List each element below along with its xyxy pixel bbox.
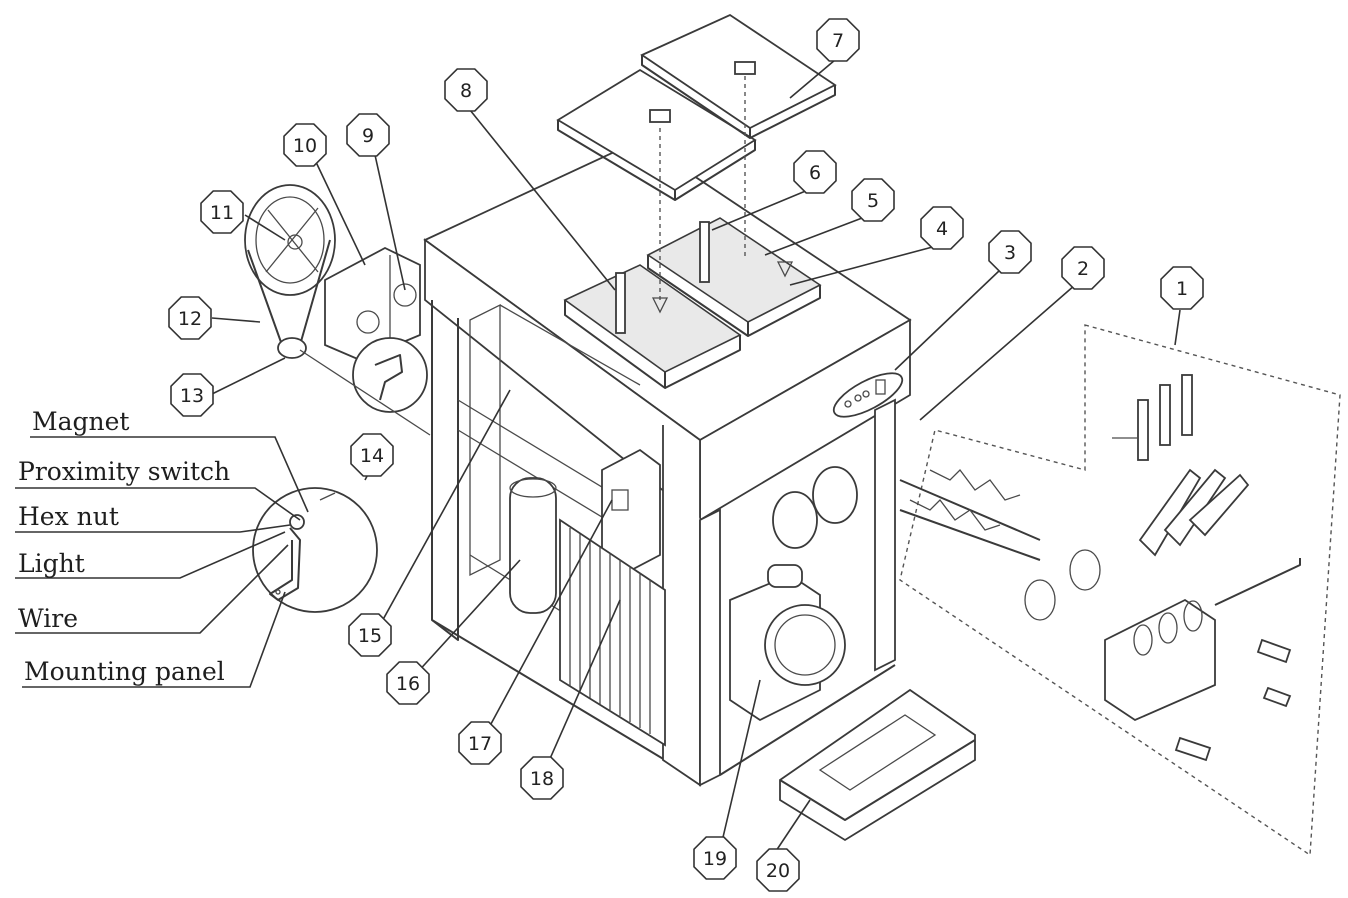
dispensing-assembly <box>899 324 1341 857</box>
callout-octagon <box>520 756 564 800</box>
callout-octagon <box>346 113 390 157</box>
callout-octagon <box>756 848 800 892</box>
callout-number: 17 <box>468 733 492 755</box>
callout-15: 15 <box>348 613 392 657</box>
proximity-switch-detail <box>252 337 431 613</box>
leader-lines <box>15 59 1181 861</box>
callout-1: 1 <box>1160 266 1204 310</box>
callout-10: 10 <box>283 123 327 167</box>
label-light: Light <box>18 549 85 578</box>
callout-number: 4 <box>936 218 948 240</box>
callout-number: 16 <box>396 673 420 695</box>
callout-octagon <box>283 123 327 167</box>
label-wire: Wire <box>18 604 78 633</box>
callout-5: 5 <box>851 178 895 222</box>
label-hex-nut: Hex nut <box>18 502 119 531</box>
callout-octagon <box>348 613 392 657</box>
callout-number: 13 <box>180 385 204 407</box>
callout-octagon <box>816 18 860 62</box>
callout-14: 14 <box>350 433 394 477</box>
callout-number: 5 <box>867 190 879 212</box>
machine-body <box>423 138 912 787</box>
callout-7: 7 <box>816 18 860 62</box>
callout-octagon <box>444 68 488 112</box>
callout-octagon <box>350 433 394 477</box>
callout-number: 1 <box>1176 278 1188 300</box>
callout-octagon <box>200 190 244 234</box>
callout-number: 19 <box>703 848 727 870</box>
callout-number: 9 <box>362 125 374 147</box>
callout-octagon <box>793 150 837 194</box>
callout-octagon <box>168 296 212 340</box>
callout-number: 15 <box>358 625 382 647</box>
callout-12: 12 <box>168 296 212 340</box>
belt-drive-assembly <box>244 184 421 361</box>
callout-17: 17 <box>458 721 502 765</box>
callout-octagon <box>1061 246 1105 290</box>
callout-number: 6 <box>809 162 821 184</box>
callout-16: 16 <box>386 661 430 705</box>
callout-18: 18 <box>520 756 564 800</box>
callout-19: 19 <box>693 836 737 880</box>
callout-octagon <box>693 836 737 880</box>
callout-octagon <box>851 178 895 222</box>
detail-labels: Magnet Proximity switch Hex nut Light Wi… <box>18 407 230 686</box>
callout-9: 9 <box>346 113 390 157</box>
callout-number: 10 <box>293 135 317 157</box>
callout-octagon <box>988 230 1032 274</box>
callout-3: 3 <box>988 230 1032 274</box>
callout-number: 12 <box>178 308 202 330</box>
callout-number: 18 <box>530 768 554 790</box>
hopper-lids <box>556 13 837 314</box>
callout-11: 11 <box>200 190 244 234</box>
callout-number: 14 <box>360 445 384 467</box>
callout-8: 8 <box>444 68 488 112</box>
drip-tray <box>779 688 976 842</box>
callout-number: 20 <box>766 860 790 882</box>
callout-number: 2 <box>1077 258 1089 280</box>
callout-number: 7 <box>832 30 844 52</box>
callout-number: 11 <box>210 202 234 224</box>
callout-number: 3 <box>1004 242 1016 264</box>
callout-6: 6 <box>793 150 837 194</box>
callout-octagon <box>170 373 214 417</box>
callout-20: 20 <box>756 848 800 892</box>
callout-number: 8 <box>460 80 472 102</box>
callout-4: 4 <box>920 206 964 250</box>
label-mounting-panel: Mounting panel <box>24 657 225 686</box>
callout-octagon <box>458 721 502 765</box>
callout-octagon <box>920 206 964 250</box>
callout-13: 13 <box>170 373 214 417</box>
callout-2: 2 <box>1061 246 1105 290</box>
label-proximity-switch: Proximity switch <box>18 457 230 486</box>
callout-octagon <box>1160 266 1204 310</box>
callout-octagon <box>386 661 430 705</box>
label-magnet: Magnet <box>32 407 129 436</box>
